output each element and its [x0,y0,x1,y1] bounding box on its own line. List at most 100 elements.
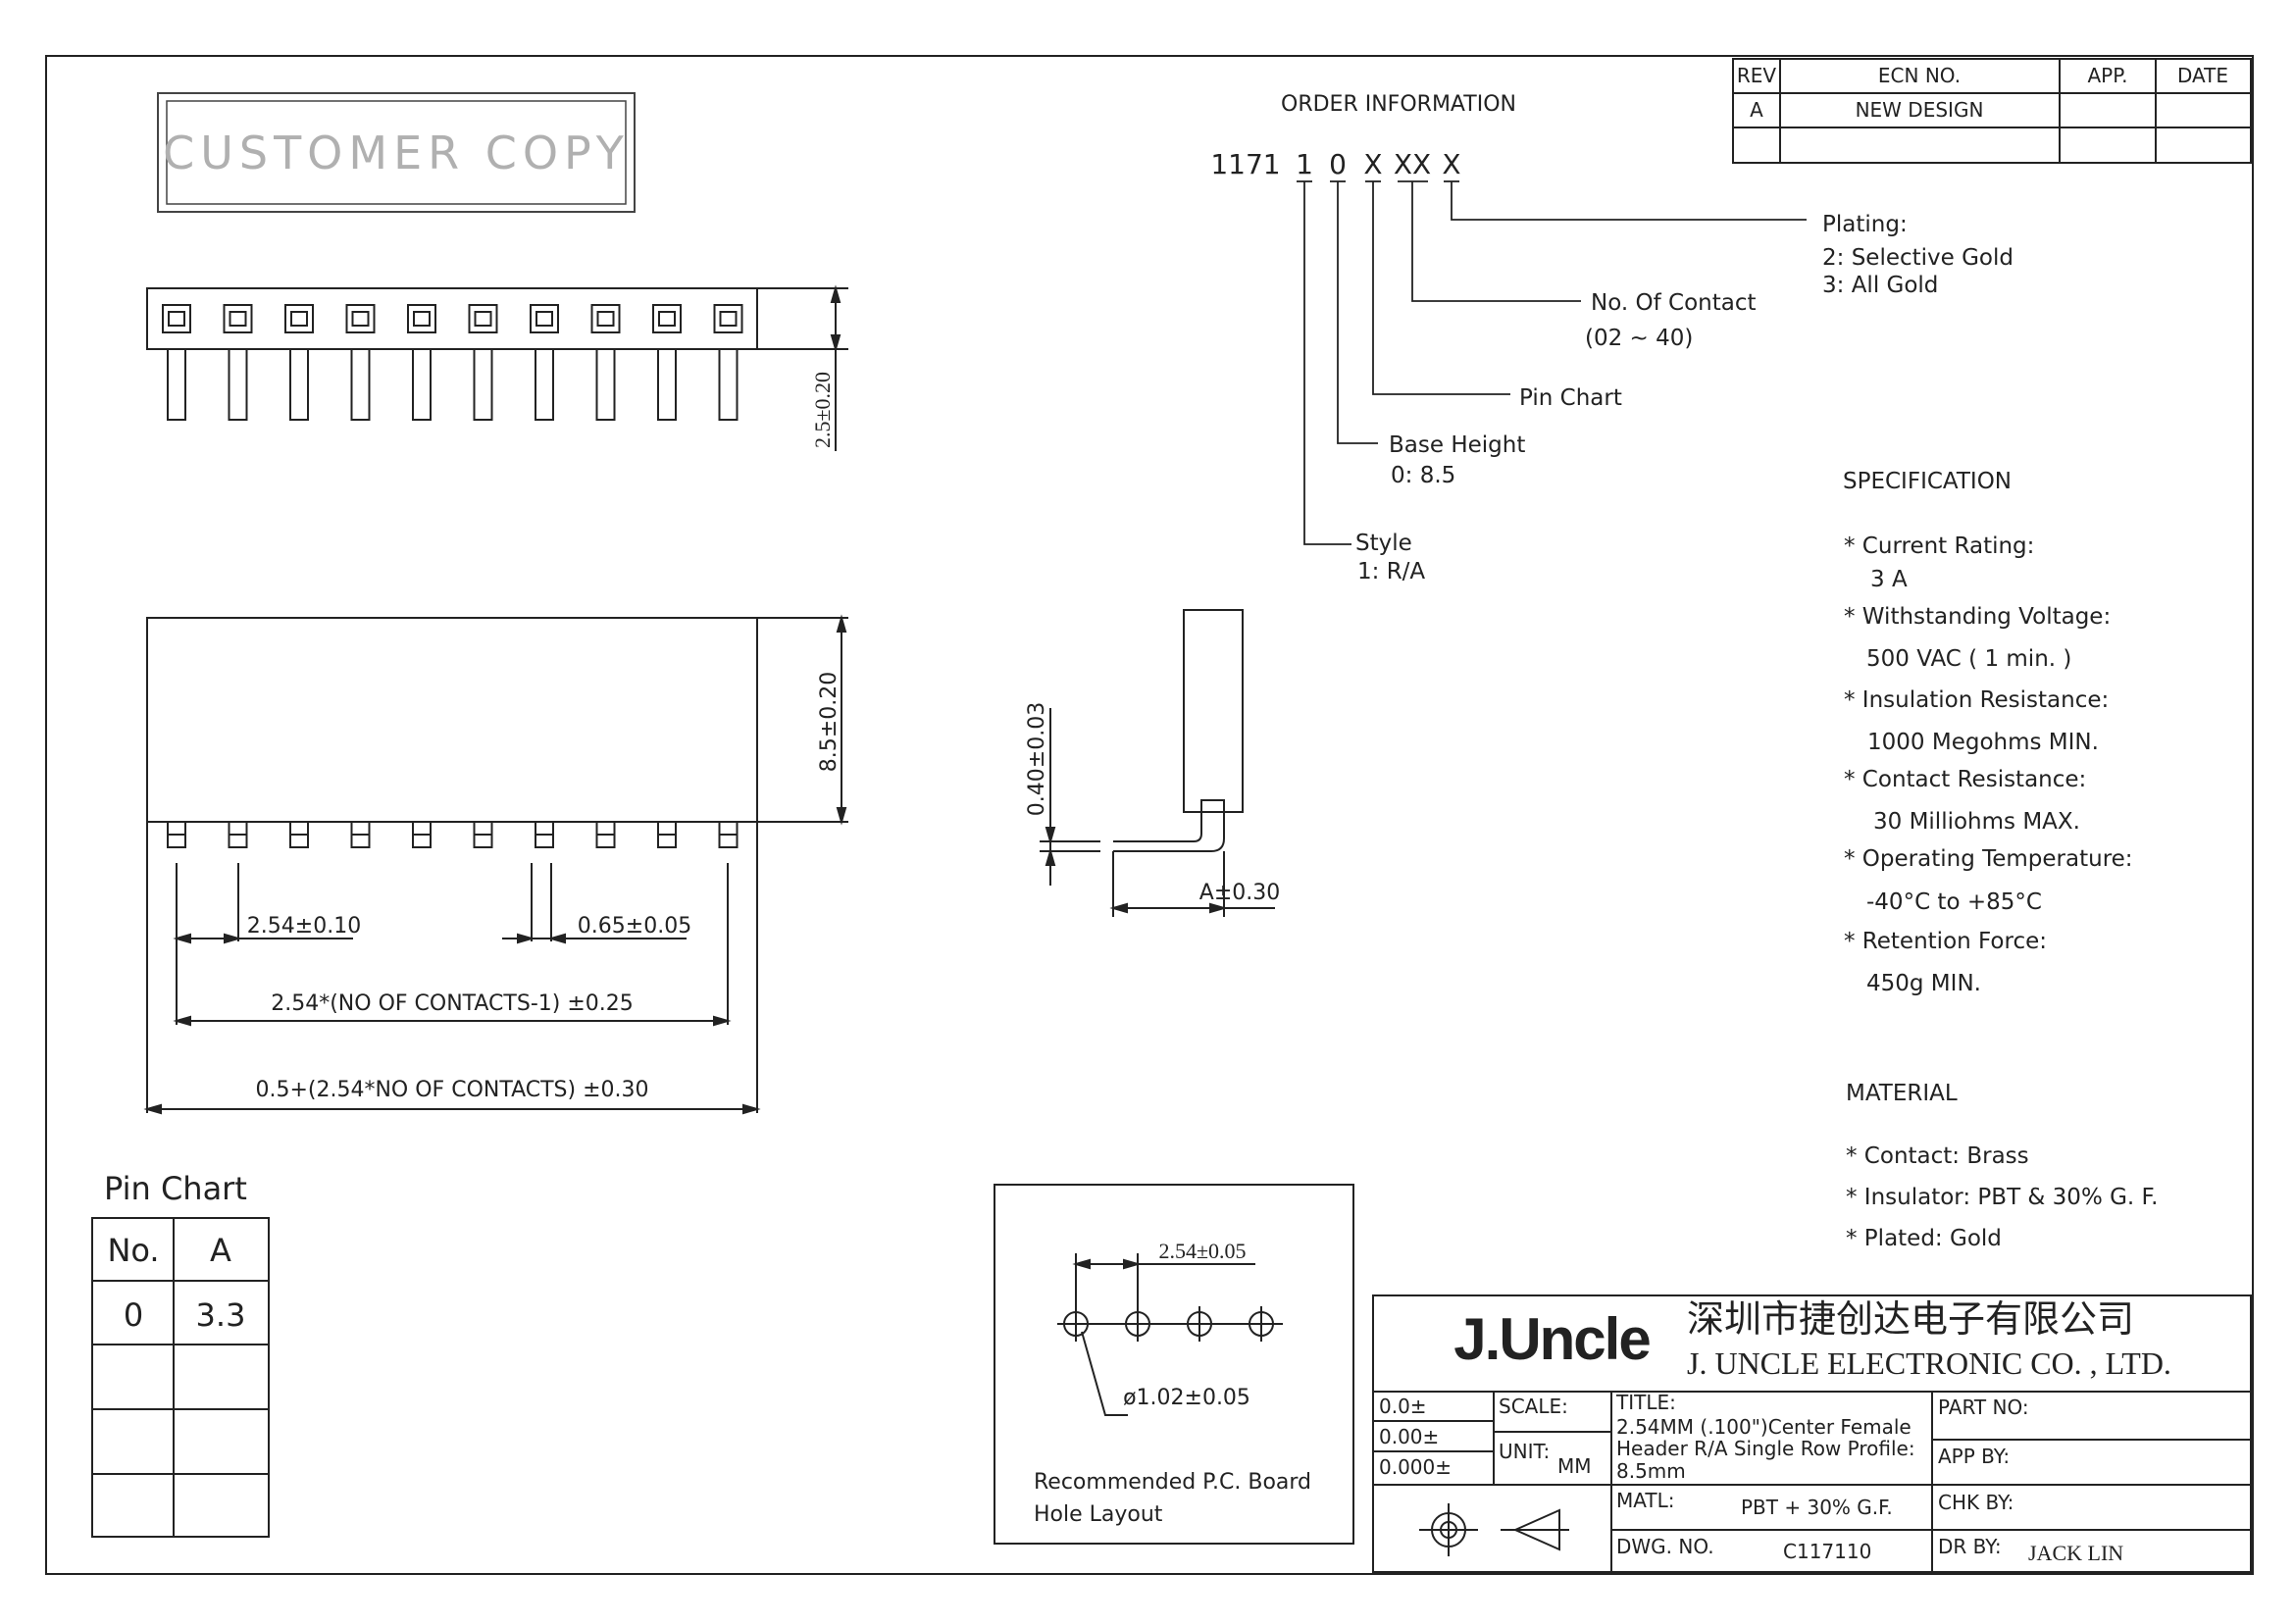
order-code-base: 0 [1329,148,1347,180]
material-insulator: * Insulator: PBT & 30% G. F. [1846,1185,2158,1210]
unit-label: UNIT: [1499,1440,1550,1463]
scale-label: SCALE: [1499,1395,1568,1418]
order-code-pin: X [1363,148,1382,180]
contact-slot [345,304,376,333]
spec-temperature-value: -40°C to +85°C [1866,889,2042,915]
pin-leg [167,348,186,421]
pitch-dim: 2.54±0.10 [247,914,361,939]
dr-by-label: DR BY: [1938,1535,2002,1558]
pin-chart-label: Pin Chart [1519,385,1622,411]
pin-chart-a-header: A [210,1232,231,1269]
contact-slot-inner [168,311,185,327]
rev-header: REV [1737,64,1777,87]
spec-insulation-label: * Insulation Resistance: [1844,687,2109,713]
customer-copy-stamp: CUSTOMER COPY [157,92,636,213]
spec-current-value: 3 A [1870,567,1908,592]
title-line3: 8.5mm [1616,1459,1686,1483]
order-code-contacts: XX [1394,148,1431,180]
sheet-border [45,55,2254,1575]
revision-table [1732,58,2252,164]
order-information: ORDER INFORMATION 1171 1 0 X XX X Platin… [1210,92,2014,584]
spec-contact-label: * Contact Resistance: [1844,767,2086,792]
contact-slot-inner [535,311,553,327]
front-view-drawing [143,614,848,1115]
pin-leg [718,348,739,421]
rev-value: A [1750,98,1763,122]
app-header: APP. [2087,64,2127,87]
matl-label: MATL: [1616,1489,1674,1512]
plating-option-3: 3: All Gold [1822,273,1938,298]
contact-slot [530,304,559,333]
ecn-value: NEW DESIGN [1856,98,1984,122]
tolerance-2: 0.00± [1379,1425,1439,1448]
contact-slot [713,304,743,333]
spec-retention-label: * Retention Force: [1844,929,2047,954]
spec-voltage-value: 500 VAC ( 1 min. ) [1866,646,2071,672]
pin-chart-a-value: 3.3 [196,1296,246,1334]
span-dim: 2.54*(NO OF CONTACTS-1) ±0.25 [271,991,634,1016]
order-info-heading: ORDER INFORMATION [1281,92,1516,117]
pcb-hole-dim: ø1.02±0.05 [1123,1386,1250,1410]
pin-chart-no-header: No. [107,1232,159,1269]
order-code-style: 1 [1296,148,1313,180]
pin-leg [289,348,309,421]
contact-slot [284,304,314,333]
side-view-drawing [1040,609,1275,917]
title-block: J.Uncle 深圳市捷创达电子有限公司 J. UNCLE ELECTRONIC… [1372,1294,2252,1573]
part-no-label: PART NO: [1938,1396,2029,1419]
company-name-en: J. UNCLE ELECTRONIC CO. , LTD. [1687,1345,2171,1381]
pin-leg [412,348,432,421]
pcb-pitch-dim: 2.54±0.05 [1158,1239,1246,1263]
dr-by-value: JACK LIN [2028,1541,2123,1565]
contacts-label: No. Of Contact [1591,290,1757,316]
chk-by-label: CHK BY: [1938,1491,2014,1514]
thickness-dim: 0.40±0.03 [1025,702,1049,816]
order-code-plating: X [1442,148,1460,180]
contact-slot-inner [719,311,738,327]
title-line1: 2.54MM (.100")Center Female [1616,1415,1912,1439]
pin-leg [535,348,554,421]
contact-slot-inner [351,311,370,327]
pin-chart-title: Pin Chart [104,1170,247,1207]
ecn-header: ECN NO. [1878,64,1961,87]
matl-value: PBT + 30% G.F. [1741,1496,1893,1519]
company-logo: J.Uncle [1453,1306,1650,1372]
dwg-value: C117110 [1783,1540,1871,1563]
order-code-series: 1171 [1210,148,1280,180]
pin-width-dim: 0.65±0.05 [578,914,691,939]
body-height-dim: 8.5±0.20 [817,672,841,772]
style-label: Style [1355,531,1412,556]
unit-value: MM [1557,1454,1592,1478]
contact-slot-inner [229,311,247,327]
material: MATERIAL * Contact: Brass * Insulator: P… [1846,1081,2158,1251]
contact-slot [223,304,253,333]
pin-leg [595,348,616,421]
plating-label: Plating: [1822,212,1908,237]
spec-voltage-label: * Withstanding Voltage: [1844,604,2111,630]
pin-chart-no-value: 0 [124,1296,143,1334]
contact-slot [162,304,191,333]
material-contact: * Contact: Brass [1846,1143,2029,1169]
date-header: DATE [2177,64,2228,87]
specification: SPECIFICATION * Current Rating: 3 A * Wi… [1843,469,2133,996]
pcb-layout: 2.54±0.05 ø1.02±0.05 Recommended P.C. Bo… [994,1184,1354,1545]
pin-leg [657,348,677,421]
spec-insulation-value: 1000 Megohms MIN. [1867,730,2099,755]
top-view-drawing [146,284,848,451]
style-value: 1: R/A [1357,559,1425,584]
base-height-label: Base Height [1389,432,1525,458]
spec-retention-value: 450g MIN. [1866,971,1981,996]
pcb-caption-line1: Recommended P.C. Board [1034,1470,1311,1495]
contact-slot [468,304,498,333]
contact-slot-inner [658,311,676,327]
spec-current-label: * Current Rating: [1844,533,2034,559]
contact-slot-inner [474,311,492,327]
pin-leg [228,348,248,421]
contact-slot-inner [413,311,431,327]
tolerance-3: 0.000± [1379,1455,1452,1479]
contact-slot [407,304,436,333]
base-height-value: 0: 8.5 [1391,463,1455,488]
customer-copy-text: CUSTOMER COPY [163,127,630,179]
top-height-dim: 2.5±0.20 [810,372,835,448]
